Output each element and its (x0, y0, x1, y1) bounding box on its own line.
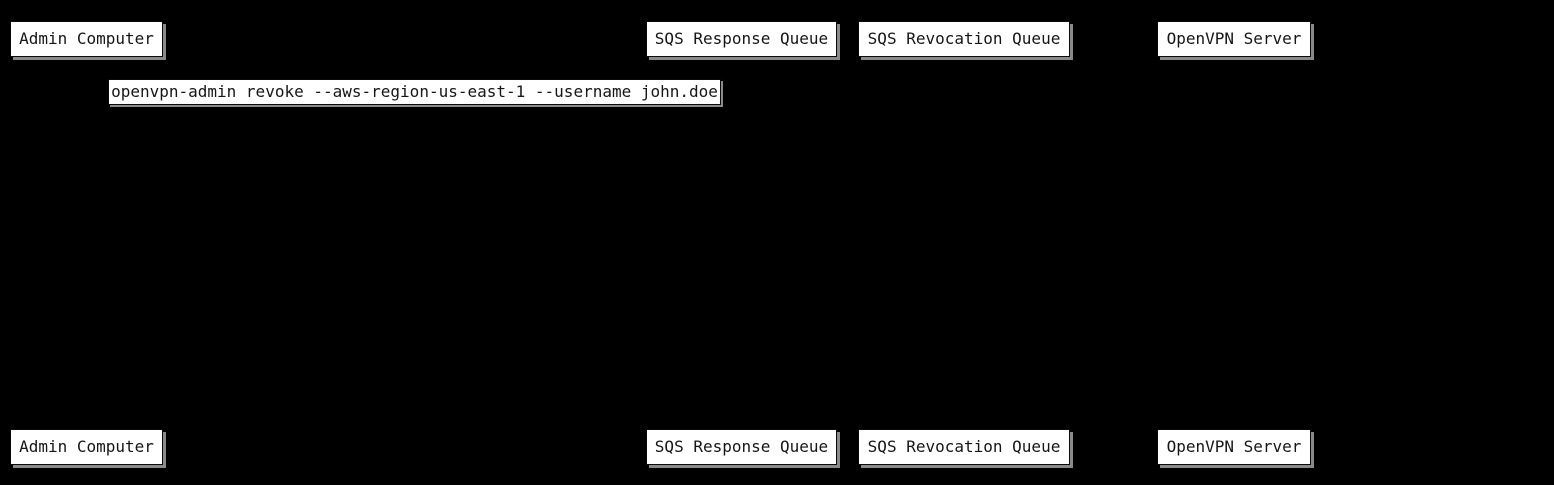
participant-label: Admin Computer (19, 29, 154, 48)
participant-label: SQS Response Queue (654, 437, 829, 456)
participant-top-sqs-response-queue: SQS Response Queue (646, 21, 837, 57)
message-label-revoke-command: openvpn-admin revoke --aws-region-us-eas… (108, 79, 721, 105)
participant-bottom-sqs-revocation-queue: SQS Revocation Queue (858, 429, 1070, 465)
message-text: openvpn-admin revoke --aws-region-us-eas… (111, 82, 718, 101)
participant-bottom-admin-computer: Admin Computer (10, 429, 163, 465)
participant-bottom-sqs-response-queue: SQS Response Queue (646, 429, 837, 465)
participant-top-openvpn-server: OpenVPN Server (1157, 21, 1311, 57)
participant-label: OpenVPN Server (1166, 437, 1302, 456)
participant-label: OpenVPN Server (1166, 29, 1302, 48)
participant-top-admin-computer: Admin Computer (10, 21, 163, 57)
participant-label: SQS Revocation Queue (867, 29, 1061, 48)
participant-label: SQS Revocation Queue (867, 437, 1061, 456)
participant-label: SQS Response Queue (654, 29, 829, 48)
participant-bottom-openvpn-server: OpenVPN Server (1157, 429, 1311, 465)
participant-top-sqs-revocation-queue: SQS Revocation Queue (858, 21, 1070, 57)
participant-label: Admin Computer (19, 437, 154, 456)
